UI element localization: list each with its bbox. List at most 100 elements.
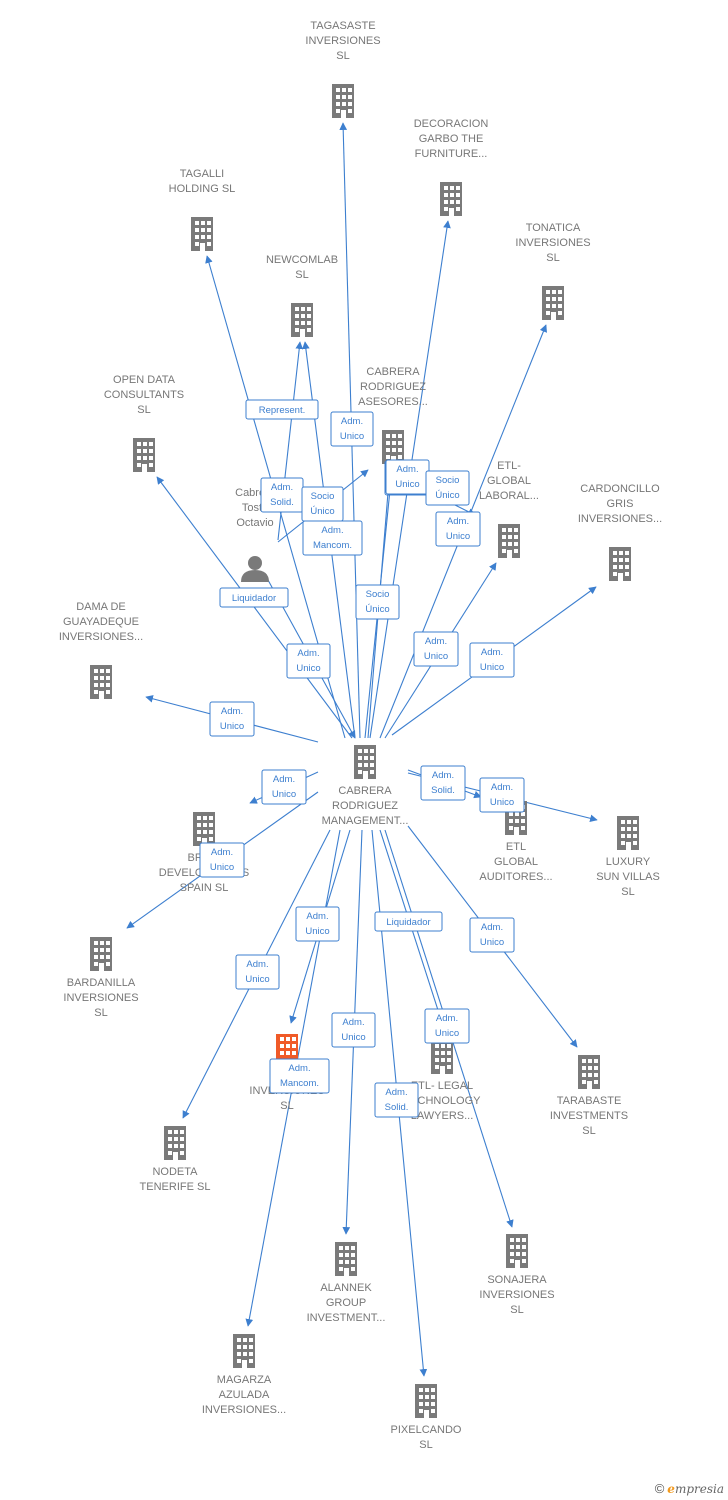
edge-label-box[interactable]	[209, 701, 255, 737]
node-etl_auditores[interactable]: ETLGLOBALAUDITORES...	[479, 801, 553, 883]
building-icon[interactable]	[440, 182, 462, 216]
edge-label-sonajera[interactable]: Adm.Unico	[424, 1008, 470, 1044]
edge-label-box[interactable]	[424, 1008, 470, 1044]
edge-label-bardanilla[interactable]: Adm.Unico	[199, 842, 245, 878]
edge-label-box[interactable]	[219, 587, 289, 608]
edge-label-box[interactable]	[261, 769, 307, 805]
building-icon[interactable]	[609, 547, 631, 581]
building-icon[interactable]	[382, 430, 404, 464]
edge-label-cabrera_asesores_b[interactable]: Adm.Unico	[385, 459, 430, 495]
edge-label-box[interactable]	[435, 511, 481, 547]
edge-label-box[interactable]	[469, 642, 515, 678]
edge-label-pa[interactable]: Adm.Unico	[295, 906, 340, 942]
edge-label-center_from_person[interactable]: Liquidador	[219, 587, 289, 608]
building-icon-highlight[interactable]	[276, 1034, 298, 1060]
edge-label-box[interactable]	[245, 399, 319, 420]
node-cardoncillo[interactable]: CARDONCILLOGRISINVERSIONES...	[578, 483, 662, 581]
edge-label-luxury[interactable]: Adm.Unico	[479, 777, 525, 813]
edge-label-tagalli[interactable]: Adm.Solid.	[260, 477, 304, 513]
edge-label-box[interactable]	[295, 906, 340, 942]
node-magarza[interactable]: MAGARZAAZULADAINVERSIONES...	[202, 1334, 286, 1416]
building-icon[interactable]	[233, 1334, 255, 1368]
edge-label-box[interactable]	[301, 486, 344, 522]
edge-label-brisa[interactable]: Adm.Unico	[261, 769, 307, 805]
edge-label-etl_auditores[interactable]: Adm.Solid.	[420, 765, 466, 801]
edge-label-box[interactable]	[199, 842, 245, 878]
node-label-line: SL	[621, 886, 634, 898]
edge-label-box[interactable]	[374, 911, 443, 932]
node-alannek[interactable]: ALANNEKGROUPINVESTMENT...	[307, 1242, 386, 1324]
building-icon[interactable]	[415, 1384, 437, 1418]
building-icon[interactable]	[193, 812, 215, 846]
building-icon[interactable]	[506, 1234, 528, 1268]
edge-label-box[interactable]	[425, 470, 470, 506]
edge-label-text: Adm.	[321, 525, 343, 536]
edge-label-tarabaste[interactable]: Adm.Unico	[469, 917, 515, 953]
node-dama[interactable]: DAMA DEGUAYADEQUEINVERSIONES...	[59, 601, 143, 699]
building-icon[interactable]	[164, 1126, 186, 1160]
edge-label-magarza[interactable]: Adm.Mancom.	[269, 1058, 330, 1094]
brand-logo: empresia	[667, 1482, 724, 1496]
edge-label-opendata[interactable]: Adm.Unico	[286, 643, 331, 679]
node-label-line: ETL-	[497, 460, 521, 472]
edge-label-alannek[interactable]: Adm.Unico	[331, 1012, 376, 1048]
node-label-line: INVERSIONES...	[59, 631, 143, 643]
building-icon[interactable]	[431, 1040, 453, 1074]
building-icon[interactable]	[90, 937, 112, 971]
building-icon[interactable]	[332, 84, 354, 118]
node-label-line: SPAIN SL	[180, 882, 229, 894]
edge-label-etl_legal[interactable]: Liquidador	[374, 911, 443, 932]
edge-label-dama[interactable]: Adm.Unico	[209, 701, 255, 737]
edge-label-box[interactable]	[413, 631, 459, 667]
building-icon[interactable]	[291, 303, 313, 337]
node-label-line: INVERSIONES...	[202, 1404, 286, 1416]
edge-label-box[interactable]	[355, 584, 400, 620]
edge-label-etl_laboral[interactable]: Adm.Unico	[413, 631, 459, 667]
edge-label-box[interactable]	[286, 643, 331, 679]
node-center[interactable]: CABRERARODRIGUEZMANAGEMENT...	[322, 745, 409, 827]
edge-label-newcomlab_from_person[interactable]: Represent.	[245, 399, 319, 420]
edge-label-box[interactable]	[269, 1058, 330, 1094]
building-icon[interactable]	[335, 1242, 357, 1276]
edge-label-box[interactable]	[330, 411, 374, 447]
node-etl_laboral[interactable]: ETL-GLOBALLABORAL...	[479, 460, 539, 558]
person-icon[interactable]	[241, 556, 269, 582]
node-etl_legal[interactable]: ETL- LEGALTECHNOLOGYLAWYERS...	[403, 1040, 481, 1122]
building-icon[interactable]	[617, 816, 639, 850]
edge-label-tagasaste[interactable]: Adm.Unico	[330, 411, 374, 447]
edge-label-nodeta[interactable]: Adm.Unico	[235, 954, 280, 990]
building-icon[interactable]	[191, 217, 213, 251]
building-icon[interactable]	[90, 665, 112, 699]
building-icon[interactable]	[133, 438, 155, 472]
building-icon[interactable]	[578, 1055, 600, 1089]
edge-label-box[interactable]	[469, 917, 515, 953]
edge-label-box[interactable]	[420, 765, 466, 801]
building-icon[interactable]	[542, 286, 564, 320]
edge-label-cardoncillo[interactable]: Adm.Unico	[469, 642, 515, 678]
building-icon[interactable]	[498, 524, 520, 558]
edge-label-tonatica[interactable]: Adm.Unico	[435, 511, 481, 547]
edge-label-box[interactable]	[374, 1082, 419, 1118]
edge-label-box[interactable]	[479, 777, 525, 813]
building-icon[interactable]	[354, 745, 376, 779]
edge-label-box[interactable]	[331, 1012, 376, 1048]
edge-label-pixelcando[interactable]: Adm.Solid.	[374, 1082, 419, 1118]
edge-label-box[interactable]	[235, 954, 280, 990]
edge-label-newcomlab[interactable]: Adm.Mancom.	[302, 520, 363, 556]
node-cabrera_asesores[interactable]: CABRERARODRIGUEZASESORES...	[358, 366, 428, 464]
